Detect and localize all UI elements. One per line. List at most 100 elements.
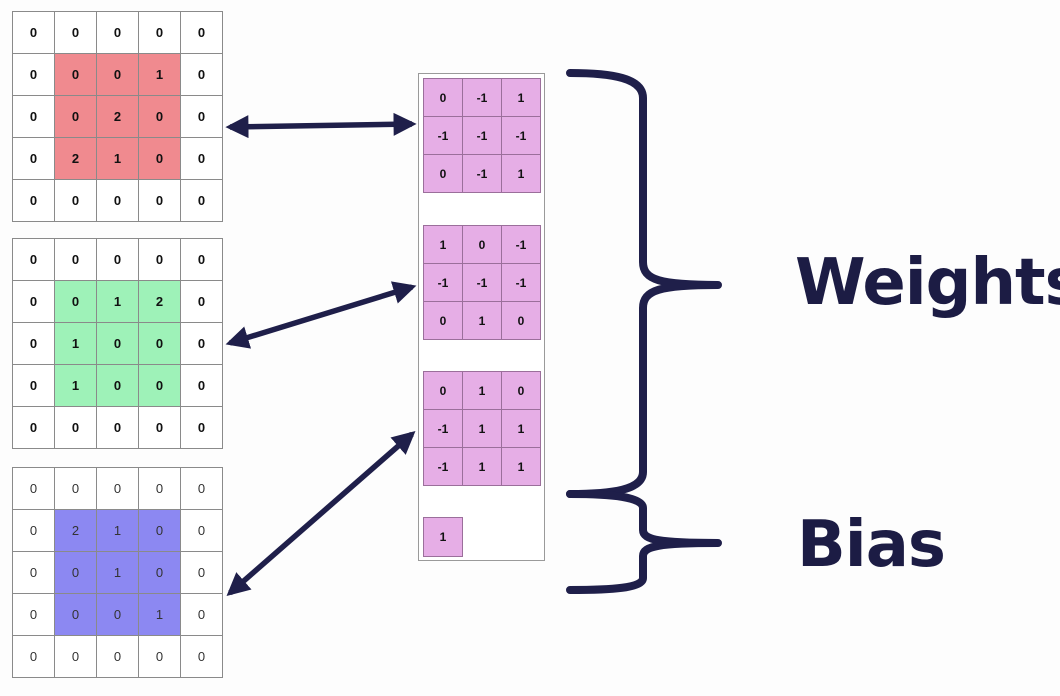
blue-cell: 0 [55,594,97,636]
blue-cell: 0 [97,636,139,678]
green-cell: 0 [139,407,181,449]
blue-cell: 2 [55,510,97,552]
blue-cell: 0 [139,468,181,510]
bias-cell: 1 [423,517,463,557]
red-cell: 0 [139,138,181,180]
kernel-cell: -1 [463,155,502,193]
kernel-cell: -1 [424,264,463,302]
red-cell: 0 [13,12,55,54]
green-cell: 0 [181,323,223,365]
blue-cell: 0 [181,468,223,510]
kernel-cell: -1 [502,264,541,302]
kernel-cell: 0 [502,302,541,340]
blue-cell: 0 [13,510,55,552]
red-cell: 0 [181,138,223,180]
blue-cell: 0 [181,552,223,594]
blue-cell: 0 [13,594,55,636]
kernel-cell: 1 [502,448,541,486]
red-cell: 0 [55,54,97,96]
green-cell: 0 [55,407,97,449]
red-cell: 0 [97,12,139,54]
kernel-cell: -1 [424,410,463,448]
kernel-cell: 0 [424,372,463,410]
green-cell: 1 [55,323,97,365]
green-cell: 0 [181,365,223,407]
red-cell: 0 [97,180,139,222]
green-cell: 1 [97,281,139,323]
red-cell: 0 [181,54,223,96]
blue-cell: 0 [55,468,97,510]
blue-cell: 0 [139,552,181,594]
kernel-cell: 1 [502,410,541,448]
red-cell: 1 [139,54,181,96]
blue-cell: 0 [13,636,55,678]
blue-cell: 0 [139,636,181,678]
red-cell: 0 [13,180,55,222]
red-cell: 0 [55,180,97,222]
red-cell: 0 [97,54,139,96]
green-cell: 0 [97,239,139,281]
green-cell: 0 [97,323,139,365]
arrow-green-kernel [225,281,417,349]
green-cell: 0 [97,365,139,407]
blue-cell: 1 [139,594,181,636]
kernel-cell: -1 [463,264,502,302]
red-cell: 0 [181,96,223,138]
green-cell: 0 [55,239,97,281]
blue-cell: 0 [13,552,55,594]
bias-brace [566,490,722,594]
kernel-cell: -1 [424,117,463,155]
blue-cell: 0 [181,594,223,636]
red-cell: 0 [181,180,223,222]
weights-brace [566,69,722,498]
blue-cell: 0 [55,552,97,594]
green-cell: 0 [181,281,223,323]
green-cell: 0 [181,407,223,449]
kernel-cell: 1 [463,410,502,448]
blue-cell: 0 [181,636,223,678]
green-cell: 0 [139,365,181,407]
green-cell: 0 [181,239,223,281]
bias-label: Bias [797,508,946,582]
kernel-cell: -1 [424,448,463,486]
blue-cell: 0 [139,510,181,552]
red-cell: 2 [55,138,97,180]
kernel-cell: -1 [502,117,541,155]
blue-cell: 1 [97,510,139,552]
green-cell: 0 [139,239,181,281]
blue-cell: 0 [97,468,139,510]
green-cell: 0 [13,281,55,323]
arrow-blue-kernel [226,430,416,597]
red-cell: 0 [139,12,181,54]
green-cell: 1 [55,365,97,407]
kernel-cell: 0 [424,302,463,340]
red-cell: 0 [139,180,181,222]
green-cell: 0 [13,407,55,449]
blue-cell: 0 [97,594,139,636]
red-cell: 0 [13,54,55,96]
kernel-cell: 1 [502,155,541,193]
red-cell: 1 [97,138,139,180]
red-cell: 0 [13,138,55,180]
green-cell: 2 [139,281,181,323]
kernel-cell: 1 [463,448,502,486]
kernel-cell: 0 [502,372,541,410]
green-cell: 0 [139,323,181,365]
arrow-red-kernel [225,112,417,139]
kernel-cell: 1 [502,79,541,117]
blue-cell: 0 [55,636,97,678]
kernel-cell: -1 [463,79,502,117]
green-cell: 0 [13,239,55,281]
red-cell: 0 [181,12,223,54]
green-cell: 0 [13,365,55,407]
green-cell: 0 [55,281,97,323]
red-cell: 0 [139,96,181,138]
red-cell: 0 [13,96,55,138]
blue-cell: 1 [97,552,139,594]
